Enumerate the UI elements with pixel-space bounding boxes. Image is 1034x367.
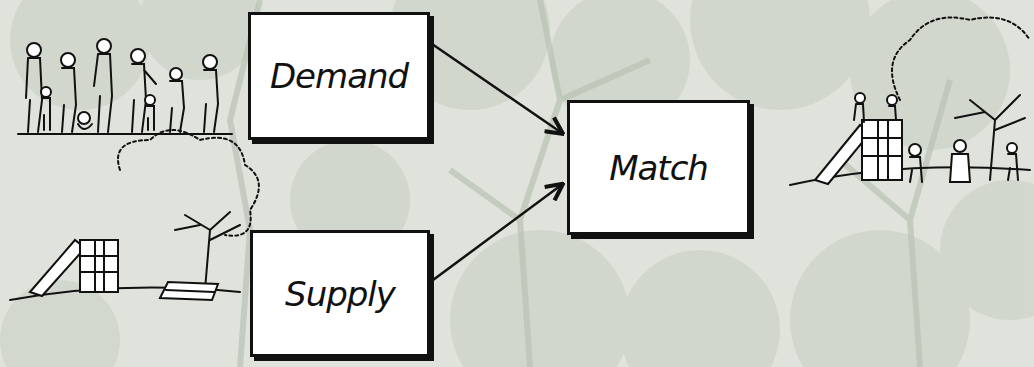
process-box: Supply [250,230,430,357]
playground-sketch [10,130,259,300]
playground-people-sketch [790,18,1030,186]
branches [230,0,950,367]
box-label: Match [609,148,708,188]
process-box: Demand [248,12,430,140]
arrow-connector [432,184,563,281]
arrow-connector [432,44,563,134]
box-label: Supply [285,274,395,314]
box-label: Demand [270,56,408,96]
process-box: Match [567,100,750,235]
people-sketch [18,39,232,134]
